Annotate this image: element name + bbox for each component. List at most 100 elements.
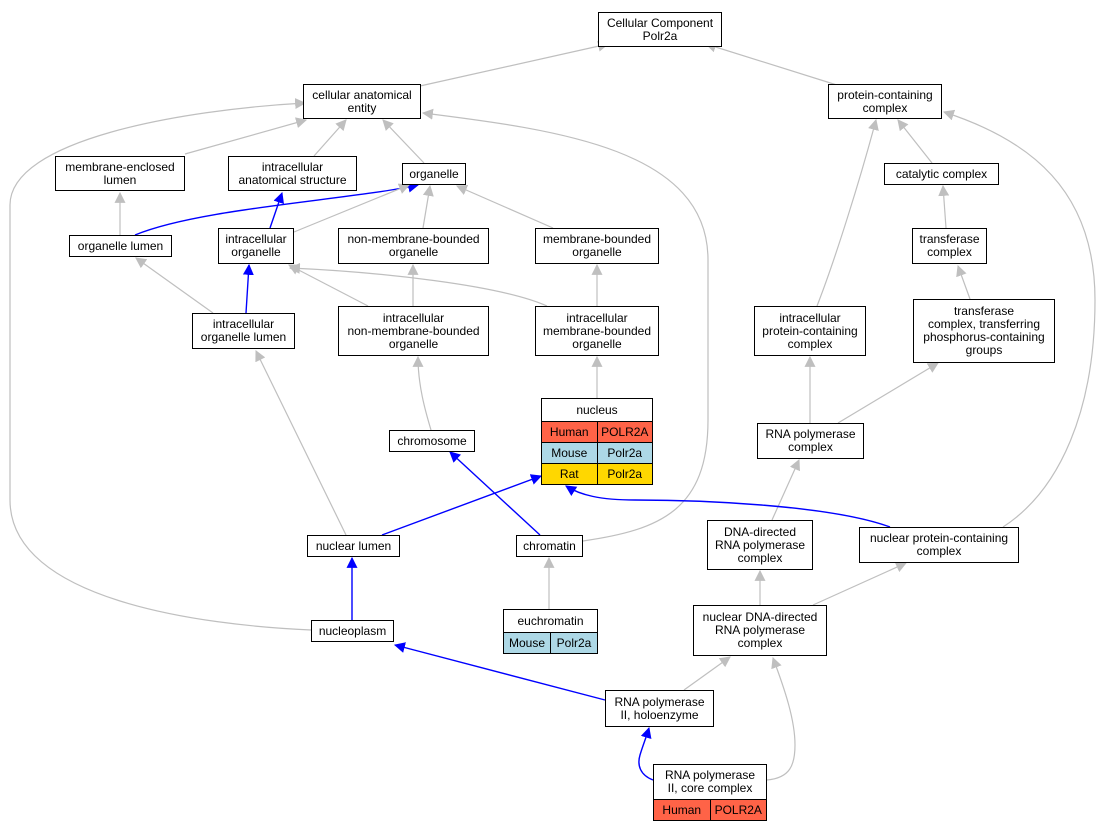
ortholog-row-mouse: Mouse Polr2a (504, 632, 597, 653)
edge-intracellular-non-membrane-bounded-organelle-to-intracellular-organelle (288, 264, 369, 307)
gene-cell[interactable]: Polr2a (550, 633, 597, 653)
node-nucleus[interactable]: nucleus Human POLR2A Mouse Polr2a Rat Po… (541, 398, 653, 485)
node-cellular-component[interactable]: Cellular Component Polr2a (598, 12, 722, 47)
node-intracellular-non-membrane-bounded-organelle[interactable]: intracellular non-membrane-bounded organ… (338, 306, 489, 356)
edge-rna-polymerase-ii-holoenzyme-to-nucleoplasm (393, 642, 606, 701)
node-label: cellular anatomical entity (312, 87, 412, 115)
species-cell: Mouse (542, 443, 597, 463)
node-label: transferase complex (919, 232, 980, 259)
ortholog-row-mouse: Mouse Polr2a (542, 442, 652, 463)
edge-transferase-complex-to-catalytic-complex (938, 184, 950, 229)
species-cell: Rat (542, 464, 597, 484)
node-label: intracellular protein-containing complex (762, 310, 858, 351)
edge-chromosome-to-intracellular-non-membrane-bounded-organelle (412, 355, 432, 431)
edge-cellular-anatomical-entity-to-cellular-component (419, 40, 610, 87)
node-label: nuclear DNA-directed RNA polymerase comp… (702, 610, 818, 650)
node-transferase-complex[interactable]: transferase complex (912, 228, 987, 264)
node-transferase-complex-phosphorus[interactable]: transferase complex, transferring phosph… (913, 299, 1055, 363)
node-label: intracellular non-membrane-bounded organ… (347, 310, 480, 351)
edge-intracellular-organelle-to-intracellular-anatomical-structure (269, 191, 284, 229)
node-intracellular-organelle[interactable]: intracellular organelle (218, 228, 294, 264)
edge-dna-directed-rna-polymerase-complex-to-rna-polymerase-complex (771, 458, 800, 521)
ortholog-row-human: Human POLR2A (654, 799, 766, 820)
gene-cell[interactable]: POLR2A (596, 422, 652, 442)
edge-intracellular-organelle-lumen-to-intracellular-organelle (242, 263, 254, 314)
ortholog-row-rat: Rat Polr2a (542, 463, 652, 484)
edge-intracellular-anatomical-structure-to-cellular-anatomical-entity (313, 119, 347, 157)
node-membrane-bounded-organelle[interactable]: membrane-bounded organelle (535, 228, 659, 264)
node-label: DNA-directed RNA polymerase complex (714, 524, 806, 565)
node-label: non-membrane-bounded organelle (347, 232, 480, 259)
edge-intracellular-membrane-bounded-organelle-to-intracellular-organelle (288, 262, 548, 307)
node-organelle[interactable]: organelle (402, 163, 466, 185)
edge-organelle-lumen-to-organelle (134, 181, 420, 236)
node-label: intracellular membrane-bounded organelle (542, 310, 652, 351)
node-label: intracellular organelle lumen (200, 317, 287, 344)
node-label: catalytic complex (895, 166, 988, 181)
edge-nucleoplasm-to-cellular-anatomical-entity (9, 98, 312, 631)
node-nucleoplasm[interactable]: nucleoplasm (311, 620, 394, 642)
edge-rna-polymerase-ii-holoenzyme-to-nuclear-dna-directed-rna-polymerase-complex (683, 656, 731, 691)
gene-cell[interactable]: POLR2A (709, 800, 766, 820)
node-cellular-anatomical-entity[interactable]: cellular anatomical entity (303, 84, 421, 119)
node-chromosome[interactable]: chromosome (389, 430, 475, 452)
edge-nuclear-lumen-to-intracellular-organelle-lumen (255, 350, 347, 536)
gene-cell[interactable]: Polr2a (596, 464, 652, 484)
edge-chromatin-to-cellular-anatomical-entity (421, 108, 709, 542)
species-cell: Human (654, 800, 710, 820)
node-label: RNA polymerase II, holoenzyme (614, 694, 705, 722)
node-label: intracellular organelle (225, 232, 287, 259)
node-label: RNA polymerase II, core complex (664, 768, 756, 795)
edge-intracellular-organelle-lumen-to-organelle-lumen (135, 257, 214, 314)
edge-intracellular-protein-containing-complex-to-protein-containing-complex (816, 118, 879, 307)
node-label: intracellular anatomical structure (238, 159, 347, 187)
edge-rna-polymerase-ii-core-complex-to-rna-polymerase-ii-holoenzyme (638, 726, 654, 781)
edge-organelle-to-cellular-anatomical-entity (382, 119, 425, 164)
node-euchromatin[interactable]: euchromatin Mouse Polr2a (503, 609, 598, 654)
node-rna-polymerase-complex[interactable]: RNA polymerase complex (757, 423, 864, 459)
node-label: organelle lumen (77, 238, 164, 253)
node-organelle-lumen[interactable]: organelle lumen (69, 235, 172, 257)
node-catalytic-complex[interactable]: catalytic complex (884, 163, 999, 185)
node-rna-polymerase-ii-holoenzyme[interactable]: RNA polymerase II, holoenzyme (605, 690, 714, 727)
node-label: Cellular Component Polr2a (606, 15, 714, 43)
node-label: nucleus (576, 402, 618, 417)
species-cell: Mouse (504, 633, 550, 653)
node-non-membrane-bounded-organelle[interactable]: non-membrane-bounded organelle (338, 228, 489, 264)
edge-intracellular-organelle-to-organelle (293, 183, 411, 233)
edge-chromatin-to-chromosome (449, 451, 541, 536)
node-intracellular-membrane-bounded-organelle[interactable]: intracellular membrane-bounded organelle (535, 306, 659, 356)
ortholog-row-human: Human POLR2A (542, 421, 652, 442)
node-dna-directed-rna-polymerase-complex[interactable]: DNA-directed RNA polymerase complex (707, 520, 813, 570)
edge-rna-polymerase-ii-core-complex-to-nuclear-dna-directed-rna-polymerase-complex (766, 656, 796, 781)
node-label: membrane-bounded organelle (542, 232, 652, 259)
node-label: chromosome (397, 433, 467, 448)
node-nuclear-protein-containing-complex[interactable]: nuclear protein-containing complex (859, 527, 1019, 563)
node-label: membrane-enclosed lumen (65, 159, 175, 187)
edge-transferase-complex-phosphorus-to-transferase-complex (956, 264, 971, 300)
edge-nuclear-lumen-to-nucleus (381, 474, 543, 536)
node-chromatin[interactable]: chromatin (516, 535, 583, 557)
edge-non-membrane-bounded-organelle-to-organelle (422, 184, 434, 229)
edge-catalytic-complex-to-protein-containing-complex (897, 119, 933, 164)
node-intracellular-anatomical-structure[interactable]: intracellular anatomical structure (228, 156, 357, 191)
gene-cell[interactable]: Polr2a (596, 443, 652, 463)
edge-nuclear-protein-containing-complex-to-protein-containing-complex (942, 109, 1096, 528)
edge-membrane-bounded-organelle-to-organelle (455, 184, 554, 229)
node-protein-containing-complex[interactable]: protein-containing complex (828, 84, 942, 119)
node-nuclear-dna-directed-rna-polymerase-complex[interactable]: nuclear DNA-directed RNA polymerase comp… (693, 605, 827, 656)
edge-rna-polymerase-complex-to-transferase-complex-phosphorus (837, 362, 939, 424)
node-label: RNA polymerase complex (765, 427, 856, 454)
node-rna-polymerase-ii-core-complex[interactable]: RNA polymerase II, core complex Human PO… (653, 764, 767, 821)
edge-nuclear-dna-directed-rna-polymerase-complex-to-nuclear-protein-containing-complex (812, 562, 908, 606)
node-label: nuclear lumen (315, 538, 392, 553)
node-label: nucleoplasm (318, 623, 387, 638)
node-intracellular-protein-containing-complex[interactable]: intracellular protein-containing complex (754, 306, 866, 356)
node-membrane-enclosed-lumen[interactable]: membrane-enclosed lumen (55, 156, 185, 191)
node-label: transferase complex, transferring phosph… (923, 304, 1045, 357)
node-nuclear-lumen[interactable]: nuclear lumen (307, 535, 400, 557)
node-intracellular-organelle-lumen[interactable]: intracellular organelle lumen (192, 313, 295, 349)
node-label: nuclear protein-containing complex (869, 531, 1009, 558)
